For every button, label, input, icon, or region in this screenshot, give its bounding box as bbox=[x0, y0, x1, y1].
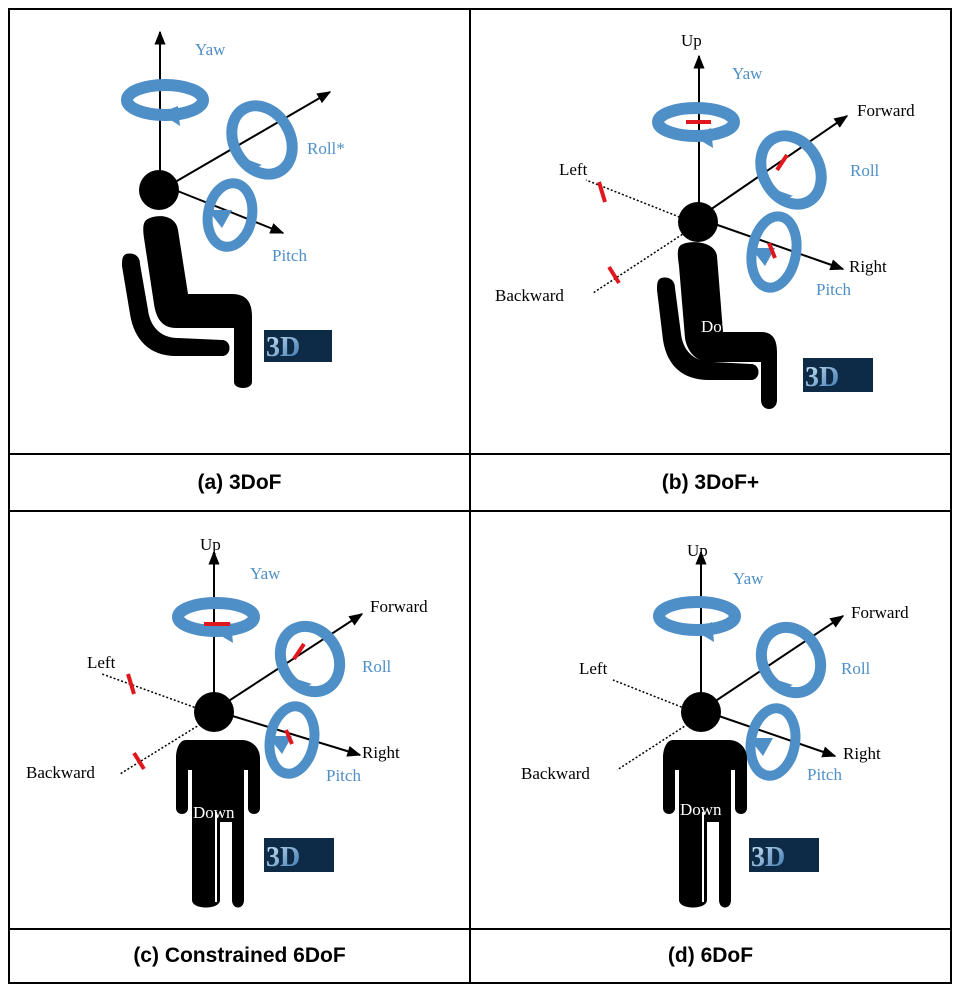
forward-axis bbox=[710, 615, 845, 705]
up-label: Up bbox=[687, 541, 708, 560]
backward-axis bbox=[592, 229, 690, 294]
roll-label: Roll bbox=[362, 657, 392, 676]
roll-label: Roll bbox=[850, 161, 880, 180]
seated-person-icon bbox=[122, 170, 252, 388]
3d-logo-icon: 3D bbox=[264, 330, 332, 363]
3d-logo-text: 3D bbox=[266, 332, 300, 363]
yaw-label: Yaw bbox=[250, 564, 281, 583]
grid-border-caption-1-top bbox=[8, 453, 952, 455]
right-label: Right bbox=[362, 743, 400, 762]
forward-label: Forward bbox=[370, 597, 428, 616]
backward-axis bbox=[119, 721, 205, 775]
yaw-rotation-arrow-icon bbox=[172, 597, 260, 643]
yaw-label: Yaw bbox=[733, 569, 764, 588]
grid-border-caption-1-bottom bbox=[8, 510, 952, 512]
roll-rotation-arrow-icon bbox=[274, 620, 346, 698]
forward-axis bbox=[223, 613, 364, 705]
grid-border-middle bbox=[469, 8, 471, 984]
caption-constrained-6dof: (c) Constrained 6DoF bbox=[133, 944, 346, 967]
pitch-rotation-arrow-icon bbox=[746, 211, 802, 293]
3d-logo-icon: 3D bbox=[803, 358, 873, 393]
up-label: Up bbox=[681, 31, 702, 50]
backward-label: Backward bbox=[521, 764, 590, 783]
backward-axis bbox=[616, 721, 692, 771]
3d-logo-text: 3D bbox=[751, 842, 785, 873]
pitch-label: Pitch bbox=[816, 280, 851, 299]
right-axis bbox=[225, 713, 362, 757]
pitch-rotation-arrow-icon bbox=[264, 701, 320, 779]
standing-person-icon bbox=[663, 692, 747, 908]
down-label: Down bbox=[193, 803, 235, 822]
left-label: Left bbox=[579, 659, 608, 678]
left-label: Left bbox=[559, 160, 588, 179]
up-label: Up bbox=[200, 535, 221, 554]
3d-logo-icon: 3D bbox=[749, 838, 819, 873]
yaw-rotation-arrow-icon bbox=[121, 79, 209, 126]
grid-border-bottom bbox=[8, 982, 952, 984]
roll-rotation-arrow-icon bbox=[226, 100, 298, 180]
grid-border-caption-2-top bbox=[8, 928, 952, 930]
pitch-label: Pitch bbox=[272, 246, 307, 265]
down-label: Down bbox=[680, 800, 722, 819]
left-axis bbox=[612, 679, 690, 711]
forward-label: Forward bbox=[851, 603, 909, 622]
left-label: Left bbox=[87, 653, 116, 672]
standing-person-icon bbox=[176, 692, 260, 908]
caption-3dof-plus: (b) 3DoF+ bbox=[661, 470, 760, 494]
grid-border-top bbox=[8, 8, 952, 10]
yaw-rotation-arrow-icon bbox=[652, 102, 740, 148]
pitch-rotation-arrow-icon bbox=[202, 178, 258, 252]
constraint-markers bbox=[126, 622, 306, 792]
left-axis bbox=[101, 673, 203, 711]
roll-rotation-arrow-icon bbox=[755, 621, 827, 699]
backward-label: Backward bbox=[26, 763, 95, 782]
3d-logo-text: 3D bbox=[805, 362, 839, 393]
3d-logo-text: 3D bbox=[266, 842, 300, 873]
panel-3dof-diagram: Yaw Roll* Pitch 3D bbox=[121, 30, 345, 388]
roll-label: Roll bbox=[841, 659, 871, 678]
yaw-label: Yaw bbox=[732, 64, 763, 83]
yaw-label: Yaw bbox=[195, 40, 226, 59]
caption-3dof: (a) 3DoF bbox=[197, 470, 282, 494]
right-axis bbox=[712, 713, 837, 758]
pitch-label: Pitch bbox=[326, 766, 361, 785]
3d-logo-icon: 3D bbox=[264, 838, 334, 873]
right-label: Right bbox=[843, 744, 881, 763]
roll-axis bbox=[169, 91, 332, 186]
roll-label: Roll* bbox=[307, 139, 345, 158]
pitch-rotation-arrow-icon bbox=[745, 703, 801, 781]
forward-label: Forward bbox=[857, 101, 915, 120]
right-axis bbox=[708, 221, 845, 271]
grid-border-left bbox=[8, 8, 10, 984]
backward-label: Backward bbox=[495, 286, 564, 305]
down-label: Down bbox=[701, 317, 743, 336]
pitch-label: Pitch bbox=[807, 765, 842, 784]
right-label: Right bbox=[849, 257, 887, 276]
grid-border-right bbox=[950, 8, 952, 984]
forward-axis bbox=[706, 115, 849, 213]
panel-3dof-plus-diagram: Up Yaw Forward Roll Left Right Pitch Bac… bbox=[495, 31, 915, 409]
panel-6dof-diagram: Up Yaw Forward Roll Left Right Pitch Bac… bbox=[521, 541, 909, 908]
yaw-rotation-arrow-icon bbox=[653, 596, 741, 642]
panel-constrained-6dof-diagram: Up Yaw Forward Roll Left Right Pitch Bac… bbox=[26, 535, 428, 908]
seated-person-icon bbox=[657, 202, 777, 409]
roll-rotation-arrow-icon bbox=[755, 130, 827, 210]
caption-6dof: (d) 6DoF bbox=[667, 944, 754, 967]
